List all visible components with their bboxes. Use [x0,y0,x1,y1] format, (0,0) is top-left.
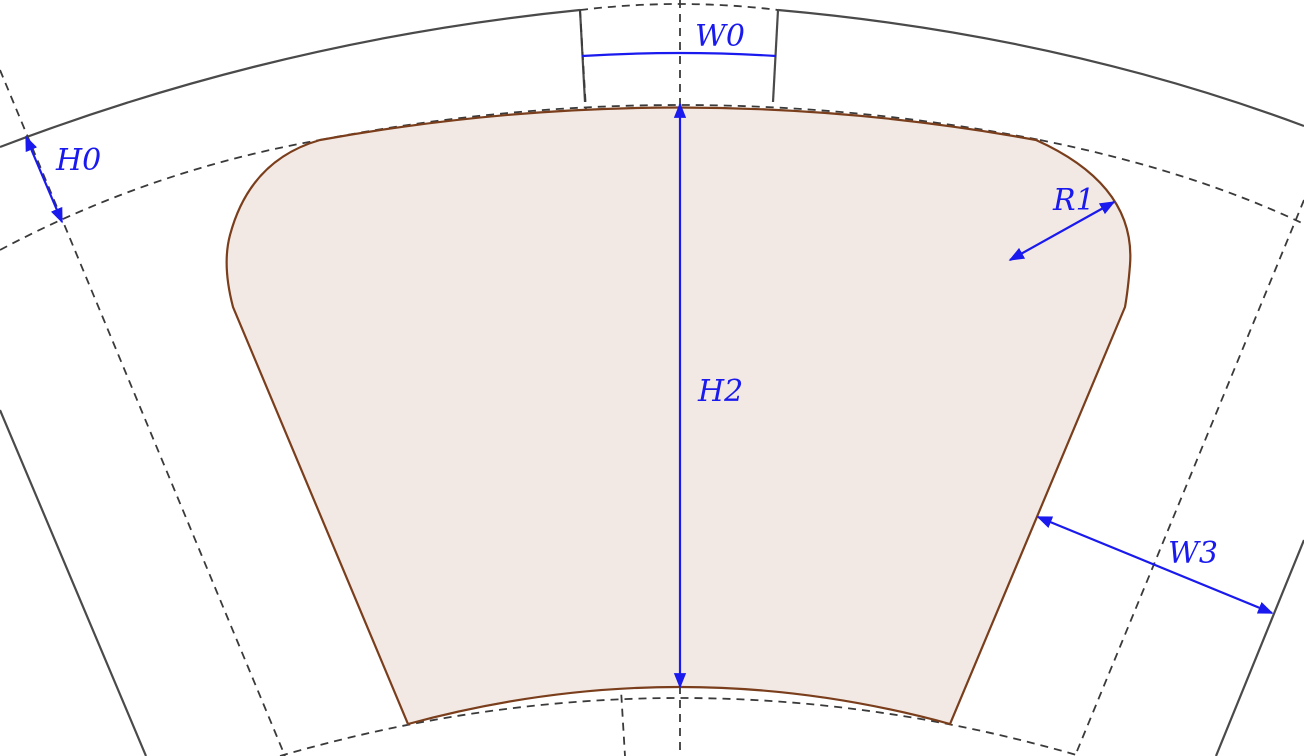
tooth-top-arc-dashed [0,139,321,251]
right-side-boundary [1214,539,1304,756]
h0-label: H0 [55,143,101,178]
r1-dimension-arrow [1008,201,1116,261]
h0-dimension-arrow [24,135,64,224]
w3-label: W3 [1168,536,1218,571]
left-side-boundary [0,409,148,756]
outer-boundary-arc-right [777,8,1304,128]
right-radial-dashed [1074,199,1304,756]
slot-bottom-arc-dashed [279,697,1081,756]
tooth-top-arc-dashed-right [1039,139,1304,225]
opening-arc-dashed [579,3,779,11]
r1-label: R1 [1052,183,1095,218]
w0-label: W0 [695,19,745,54]
slot-body [225,106,1132,726]
left-radial-dashed [0,69,286,756]
outer-boundary-arc-left [0,8,581,149]
h2-label: H2 [697,374,743,409]
w3-dimension-arrow [1036,515,1274,615]
slot-top-arc-dashed [319,104,1041,141]
w0-dimension-line [581,51,777,58]
